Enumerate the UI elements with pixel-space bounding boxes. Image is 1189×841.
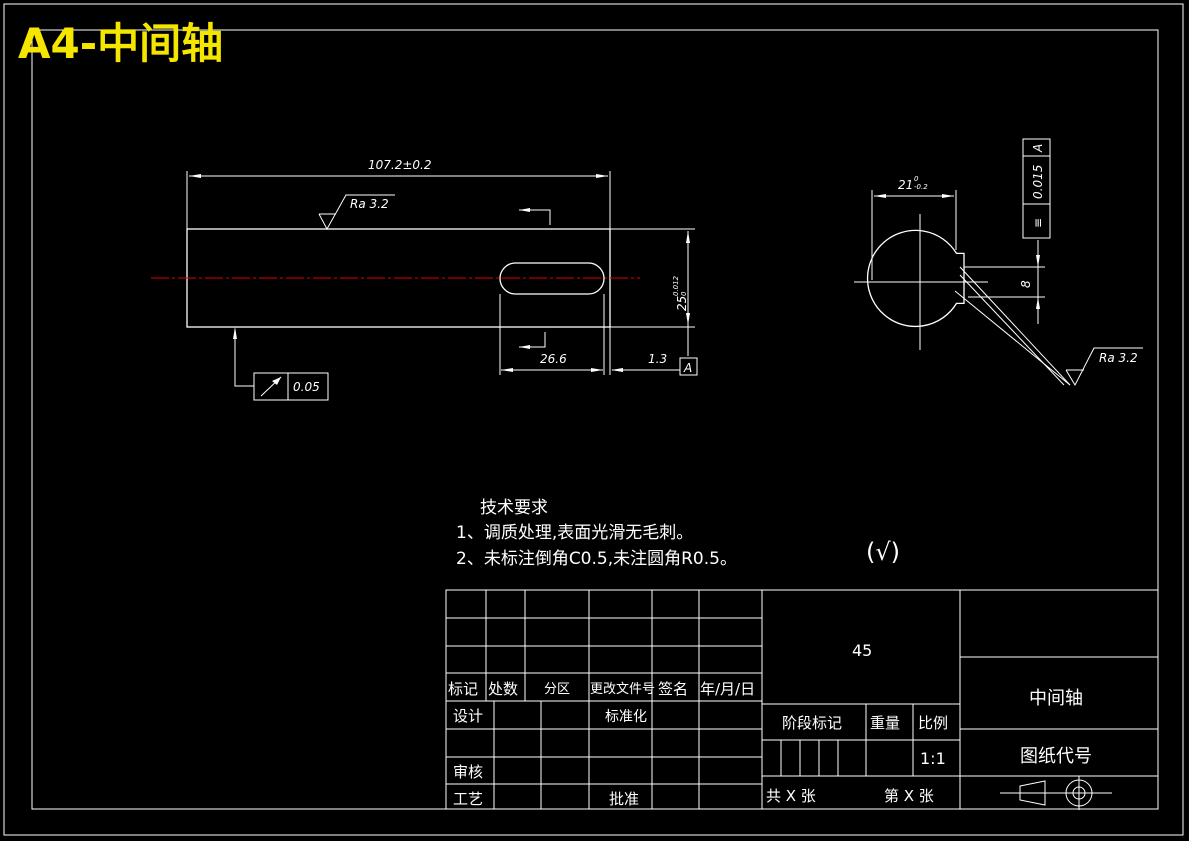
section-roughness-text: Ra 3.2 xyxy=(1099,351,1138,365)
tech-req-item-2: 2、未标注倒角C0.5,未注圆角R0.5。 xyxy=(456,549,737,569)
diameter-dim-text: 25 0.012 0 xyxy=(672,275,689,311)
tb-mark: 标记 xyxy=(448,680,478,698)
keyway-offset-text: 1.3 xyxy=(648,352,667,366)
svg-text:A: A xyxy=(1031,144,1045,153)
keyway-length-text: 26.6 xyxy=(540,352,567,366)
tb-sheets-total: 共 X 张 xyxy=(766,787,816,805)
svg-text:0: 0 xyxy=(680,291,688,296)
datum-box xyxy=(679,357,698,376)
roughness-leader xyxy=(959,266,1071,386)
outer-border xyxy=(3,3,1184,836)
roughness-text: Ra 3.2 xyxy=(350,197,389,211)
tb-zone: 分区 xyxy=(544,682,570,697)
front-view: 107.2±0.2 Ra 3.2 26.6 1.3 25 0.012 xyxy=(151,158,698,401)
projection-symbol-icon xyxy=(1000,776,1112,810)
length-dim-text: 107.2±0.2 xyxy=(368,158,432,172)
keyway-slot xyxy=(499,262,605,295)
tb-doc: 更改文件号 xyxy=(590,682,655,697)
symmetry-icon: ≡ xyxy=(1031,218,1045,228)
tb-date: 年/月/日 xyxy=(700,680,755,698)
tb-sign: 签名 xyxy=(658,680,688,698)
tech-req-heading: 技术要求 xyxy=(480,498,548,518)
general-roughness-mark: (√) xyxy=(866,538,900,566)
tb-scale: 1:1 xyxy=(920,749,946,768)
roughness-symbol: Ra 3.2 xyxy=(318,194,395,231)
section-dia-text: 21 0 -0.2 xyxy=(898,175,928,192)
svg-text:-0.2: -0.2 xyxy=(914,183,928,191)
section-mark-top xyxy=(519,209,551,225)
svg-text:≡: ≡ xyxy=(1031,218,1045,228)
svg-text:21: 21 xyxy=(898,178,913,192)
tb-drawing-no: 图纸代号 xyxy=(1020,746,1092,767)
corner-title: A4-中间轴 xyxy=(18,19,223,68)
datum-label: A xyxy=(683,361,692,375)
section-hatch xyxy=(866,229,965,328)
section-roughness-symbol xyxy=(1065,347,1143,387)
title-block: 标记 处数 分区 更改文件号 签名 年/月/日 设计 标准化 审核 工艺 批准 … xyxy=(445,589,1159,810)
tech-requirements: 技术要求 1、调质处理,表面光滑无毛刺。 2、未标注倒角C0.5,未注圆角R0.… xyxy=(456,498,900,569)
svg-text:0: 0 xyxy=(914,175,919,183)
tech-req-item-1: 1、调质处理,表面光滑无毛刺。 xyxy=(456,523,693,543)
tb-ratio: 比例 xyxy=(918,714,948,732)
runout-value: 0.05 xyxy=(293,380,320,394)
tb-standard: 标准化 xyxy=(605,709,647,725)
tb-material: 45 xyxy=(852,641,872,660)
section-view: 21 0 -0.2 8 A 0.015 ≡ Ra 3.2 xyxy=(854,138,1143,387)
symmetry-frame xyxy=(1022,138,1051,239)
tb-process: 工艺 xyxy=(453,790,483,808)
section-mark-bottom xyxy=(519,332,546,348)
tb-part-name: 中间轴 xyxy=(1029,688,1083,709)
tb-sheet-no: 第 X 张 xyxy=(884,787,934,805)
depth-dim-text: 8 xyxy=(1019,280,1033,288)
tb-count: 处数 xyxy=(488,680,518,698)
tb-review: 审核 xyxy=(453,763,483,781)
symmetry-value: 0.015 xyxy=(1031,165,1045,199)
svg-text:25: 25 xyxy=(675,296,689,311)
runout-leader xyxy=(234,329,254,387)
tb-weight: 重量 xyxy=(870,714,900,732)
tb-design: 设计 xyxy=(453,707,483,725)
tb-stage-mark: 阶段标记 xyxy=(782,714,842,732)
svg-text:0.012: 0.012 xyxy=(672,275,680,296)
runout-frame xyxy=(253,372,329,401)
tb-approve: 批准 xyxy=(609,790,639,808)
